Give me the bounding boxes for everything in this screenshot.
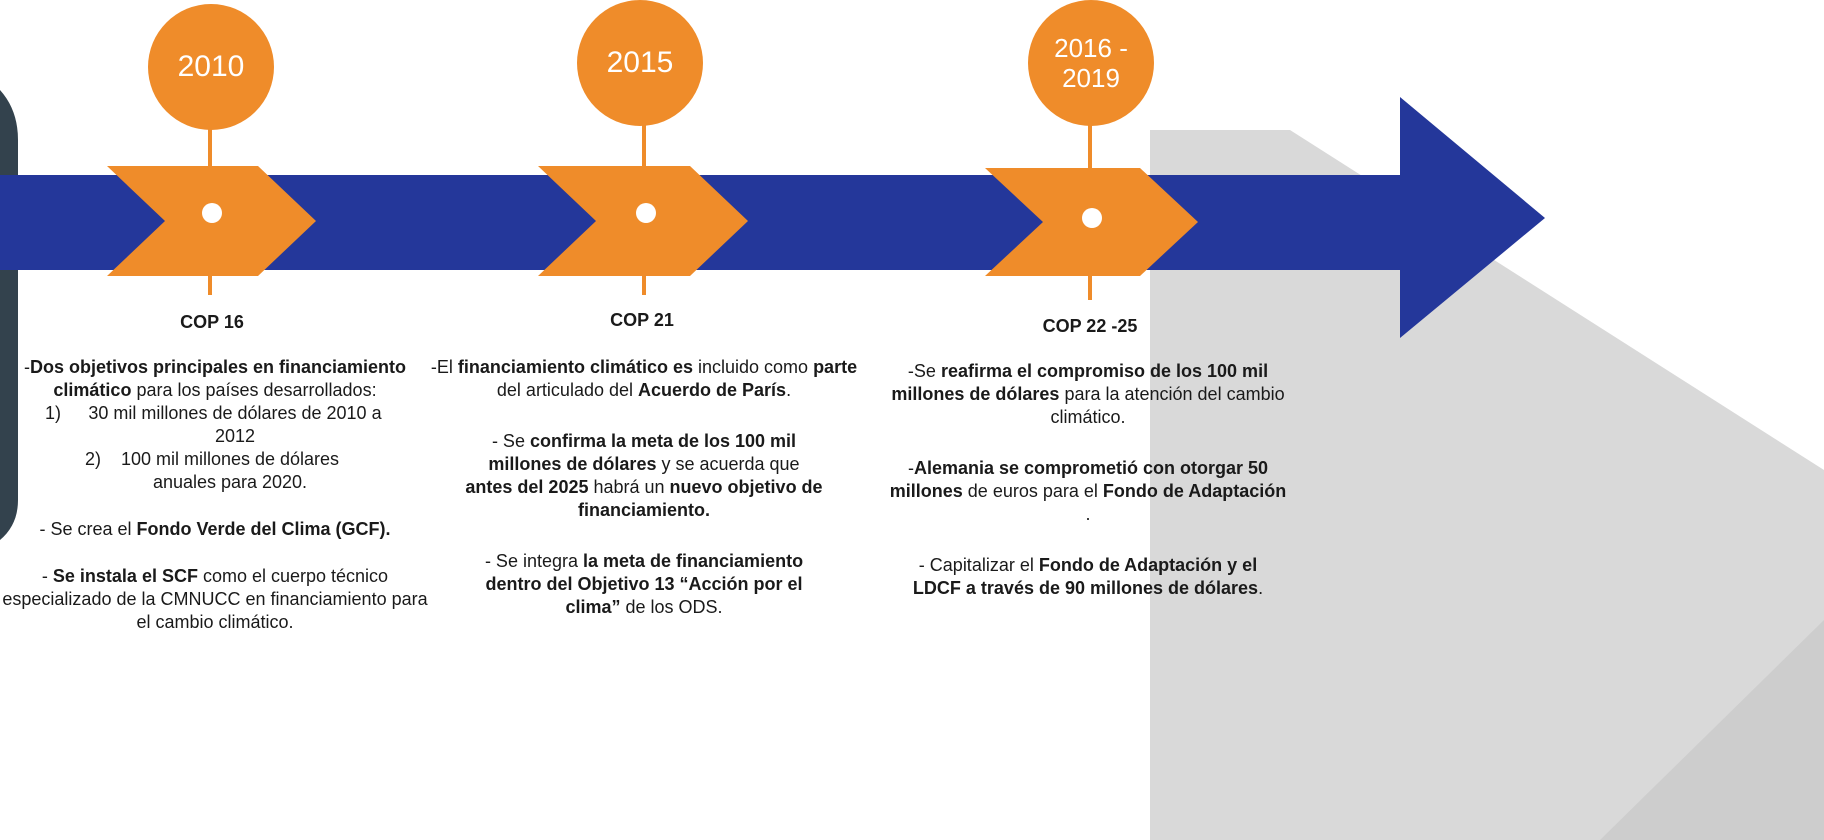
cop21-meta: - Se confirma la meta de los 100 mil mil… — [465, 431, 823, 520]
cop-title: COP 21 — [610, 310, 674, 330]
cop16-objectives: -Dos objetivos principales en financiami… — [23, 357, 407, 400]
cop21-description: -El financiamiento climático es incluido… — [424, 356, 864, 643]
year-circle-2016-2019: 2016 - 2019 — [1028, 0, 1154, 126]
year-circle-2010: 2010 — [148, 4, 274, 130]
cop-title: COP 22 -25 — [1042, 316, 1138, 336]
cop16-description: -Dos objetivos principales en financiami… — [0, 356, 430, 658]
cop22-25-description: -Se reafirma el compromiso de los 100 mi… — [868, 360, 1308, 624]
timeline-band — [0, 97, 1545, 338]
cop-title: COP 16 — [180, 312, 244, 332]
cop22-alemania: -Alemania se comprometió con otorgar 50 … — [889, 458, 1287, 524]
grey-chevron-lower — [1600, 620, 1824, 840]
rich-0-3-1: Fondo Verde del Clima (GCF). — [136, 519, 391, 539]
list-item: 2) 100 mil millones de dólares anuales p… — [85, 449, 340, 492]
grey-chevron-background — [1150, 130, 1824, 840]
dot-2015 — [636, 203, 656, 223]
rich-0-0-2: para los países desarrollados: — [131, 380, 377, 400]
cop22-ldcf: - Capitalizar el Fondo de Adaptación y e… — [912, 555, 1264, 598]
dot-2010 — [202, 203, 222, 223]
rich-0-0-1: Dos objetivos principales en financiamie… — [29, 357, 407, 400]
cop21-ods: - Se integra la meta de financiamiento d… — [484, 551, 804, 617]
rich-0-4-1: Se instala el SCF — [52, 566, 198, 586]
year-label: 2015 — [606, 46, 674, 79]
cop16-scf: - Se instala el SCF como el cuerpo técni… — [2, 566, 428, 632]
cop22-reaffirm: -Se reafirma el compromiso de los 100 mi… — [891, 361, 1285, 427]
rich-0-4-2: como el cuerpo técnico especializado de … — [2, 566, 428, 632]
year-circle-2015: 2015 — [577, 0, 703, 126]
dot-2016 — [1082, 208, 1102, 228]
list-item: 1) 30 mil millones de dólares de 2010 a … — [45, 403, 382, 446]
year-label: 2016 - 2019 — [1054, 33, 1128, 93]
year-label: 2010 — [177, 50, 245, 83]
cop16-gcf: - Se crea el Fondo Verde del Clima (GCF)… — [39, 519, 391, 539]
cop21-paris: -El financiamiento climático es incluido… — [430, 357, 858, 400]
